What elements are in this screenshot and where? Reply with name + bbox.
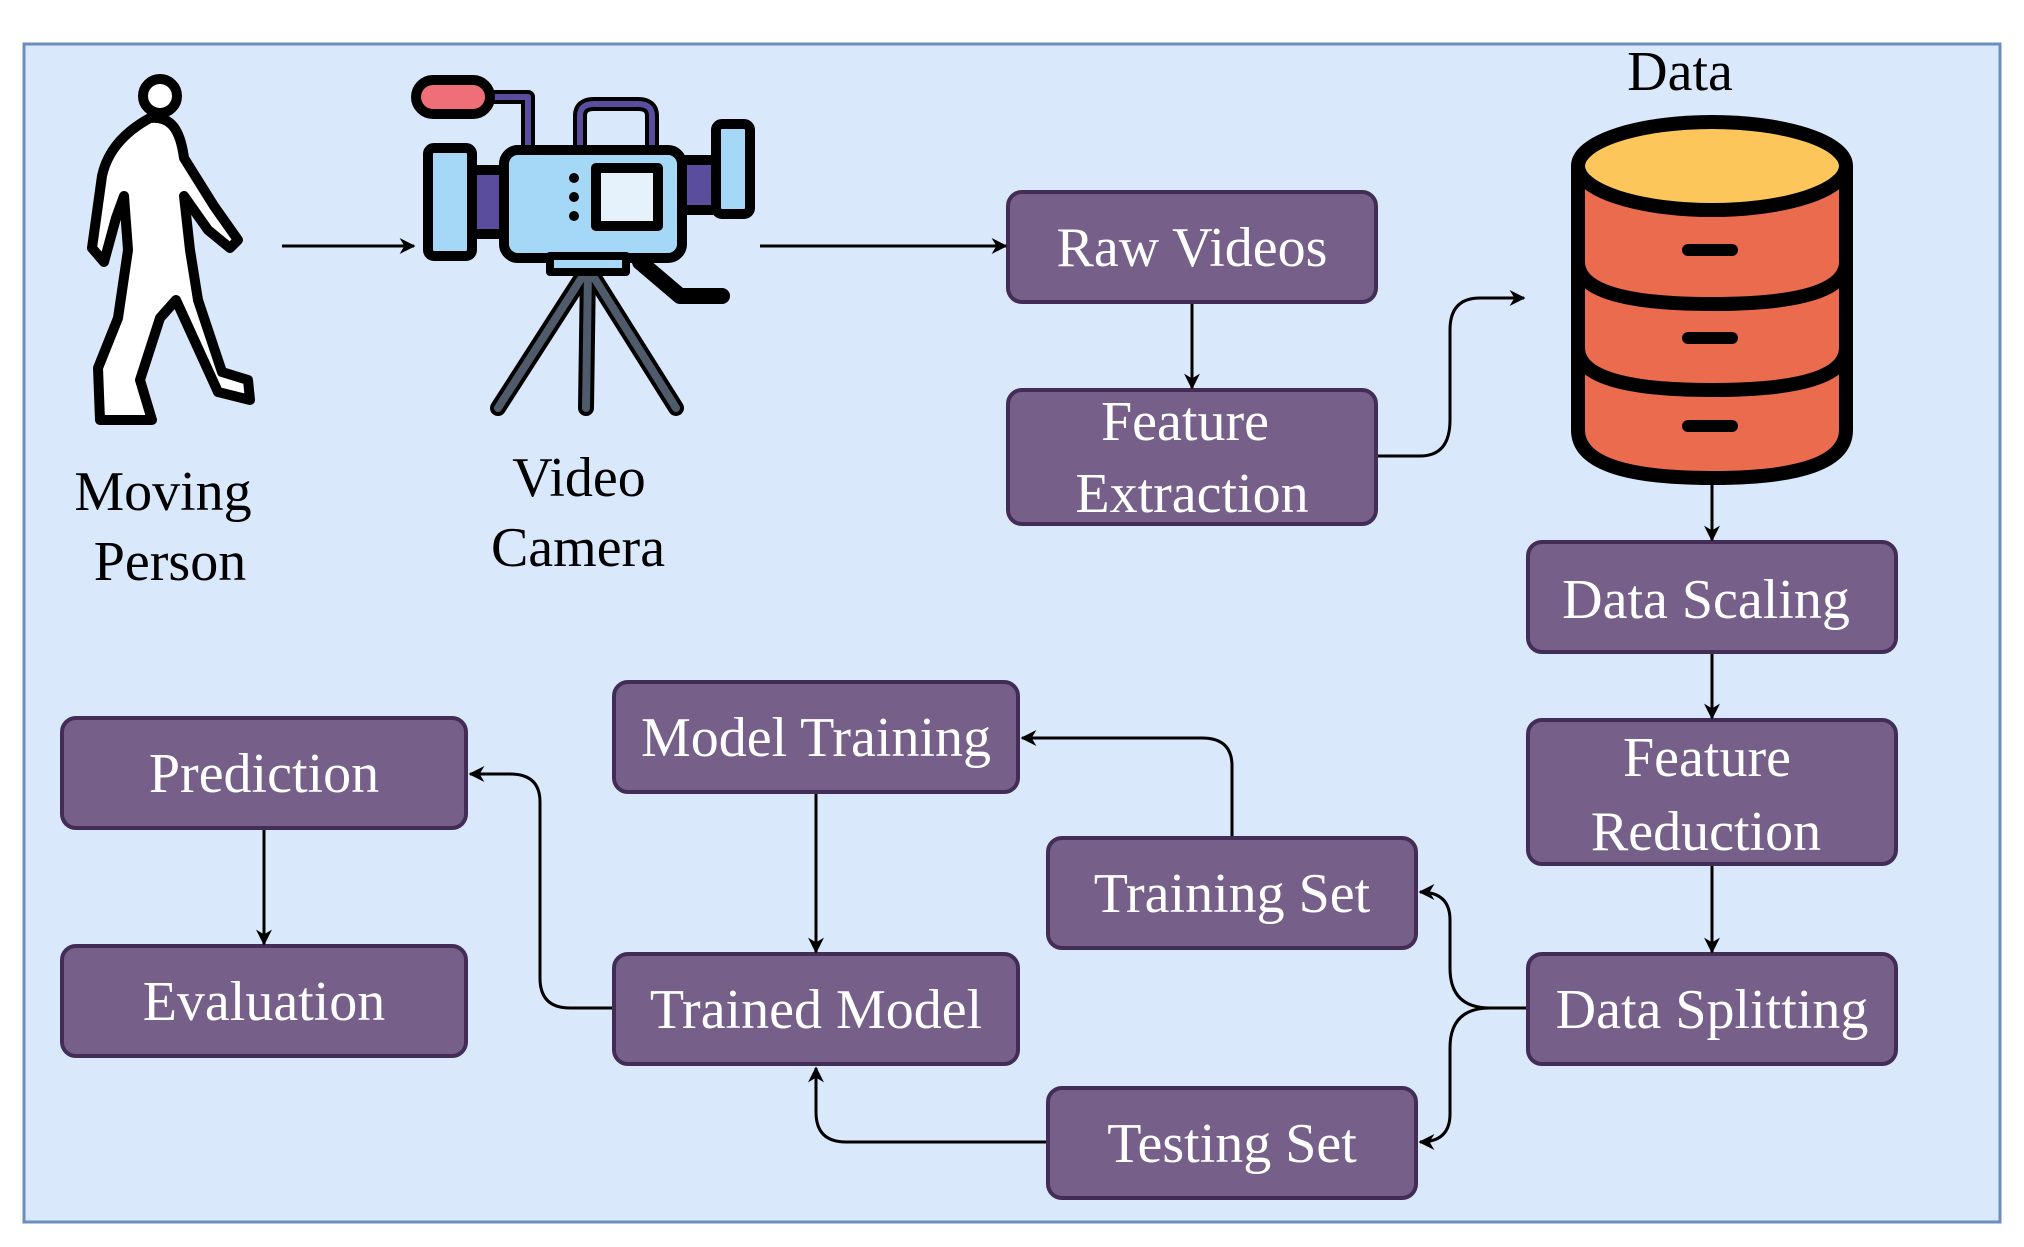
feature-reduction-box [1526, 718, 1898, 866]
data-scaling-label: Data Scaling [1562, 569, 1850, 631]
video-camera-icon [411, 75, 755, 416]
arrow-feature-extraction-to-database [1378, 290, 1526, 458]
arrow-training-set-to-model-training [1020, 730, 1234, 836]
walking-person-icon [87, 74, 255, 425]
prediction-box [60, 716, 468, 830]
arrow-trained-model-to-prediction [468, 766, 612, 1010]
testing-set-label: Testing Set [1107, 1113, 1357, 1175]
database-label: Data [1627, 41, 1733, 103]
arrow-splitting-to-testing-set [1418, 1006, 1526, 1150]
feature-extraction-label: Feature Extraction [1075, 391, 1308, 525]
trained-model-label: Trained Model [650, 979, 982, 1041]
raw-videos-box [1006, 190, 1378, 304]
trained-model-box [612, 952, 1020, 1066]
model-training-label: Model Training [641, 707, 991, 769]
database-icon [1571, 115, 1853, 486]
data-scaling-box [1526, 540, 1898, 654]
arrow-splitting-to-training-set [1418, 884, 1526, 1010]
feature-extraction-box [1006, 388, 1378, 526]
arrow-testing-set-to-trained-model [808, 1066, 1046, 1144]
feature-reduction-label: Feature Reduction [1591, 727, 1821, 863]
person-label: Moving Person [74, 461, 265, 593]
camera-label: Video Camera [491, 447, 665, 579]
data-splitting-box [1526, 952, 1898, 1066]
evaluation-box [60, 944, 468, 1058]
raw-videos-label: Raw Videos [1057, 217, 1328, 279]
data-splitting-label: Data Splitting [1556, 979, 1869, 1041]
evaluation-label: Evaluation [143, 971, 386, 1033]
training-set-box [1046, 836, 1418, 950]
prediction-label: Prediction [149, 743, 379, 805]
training-set-label: Training Set [1094, 863, 1371, 925]
model-training-box [612, 680, 1020, 794]
testing-set-box [1046, 1086, 1418, 1200]
